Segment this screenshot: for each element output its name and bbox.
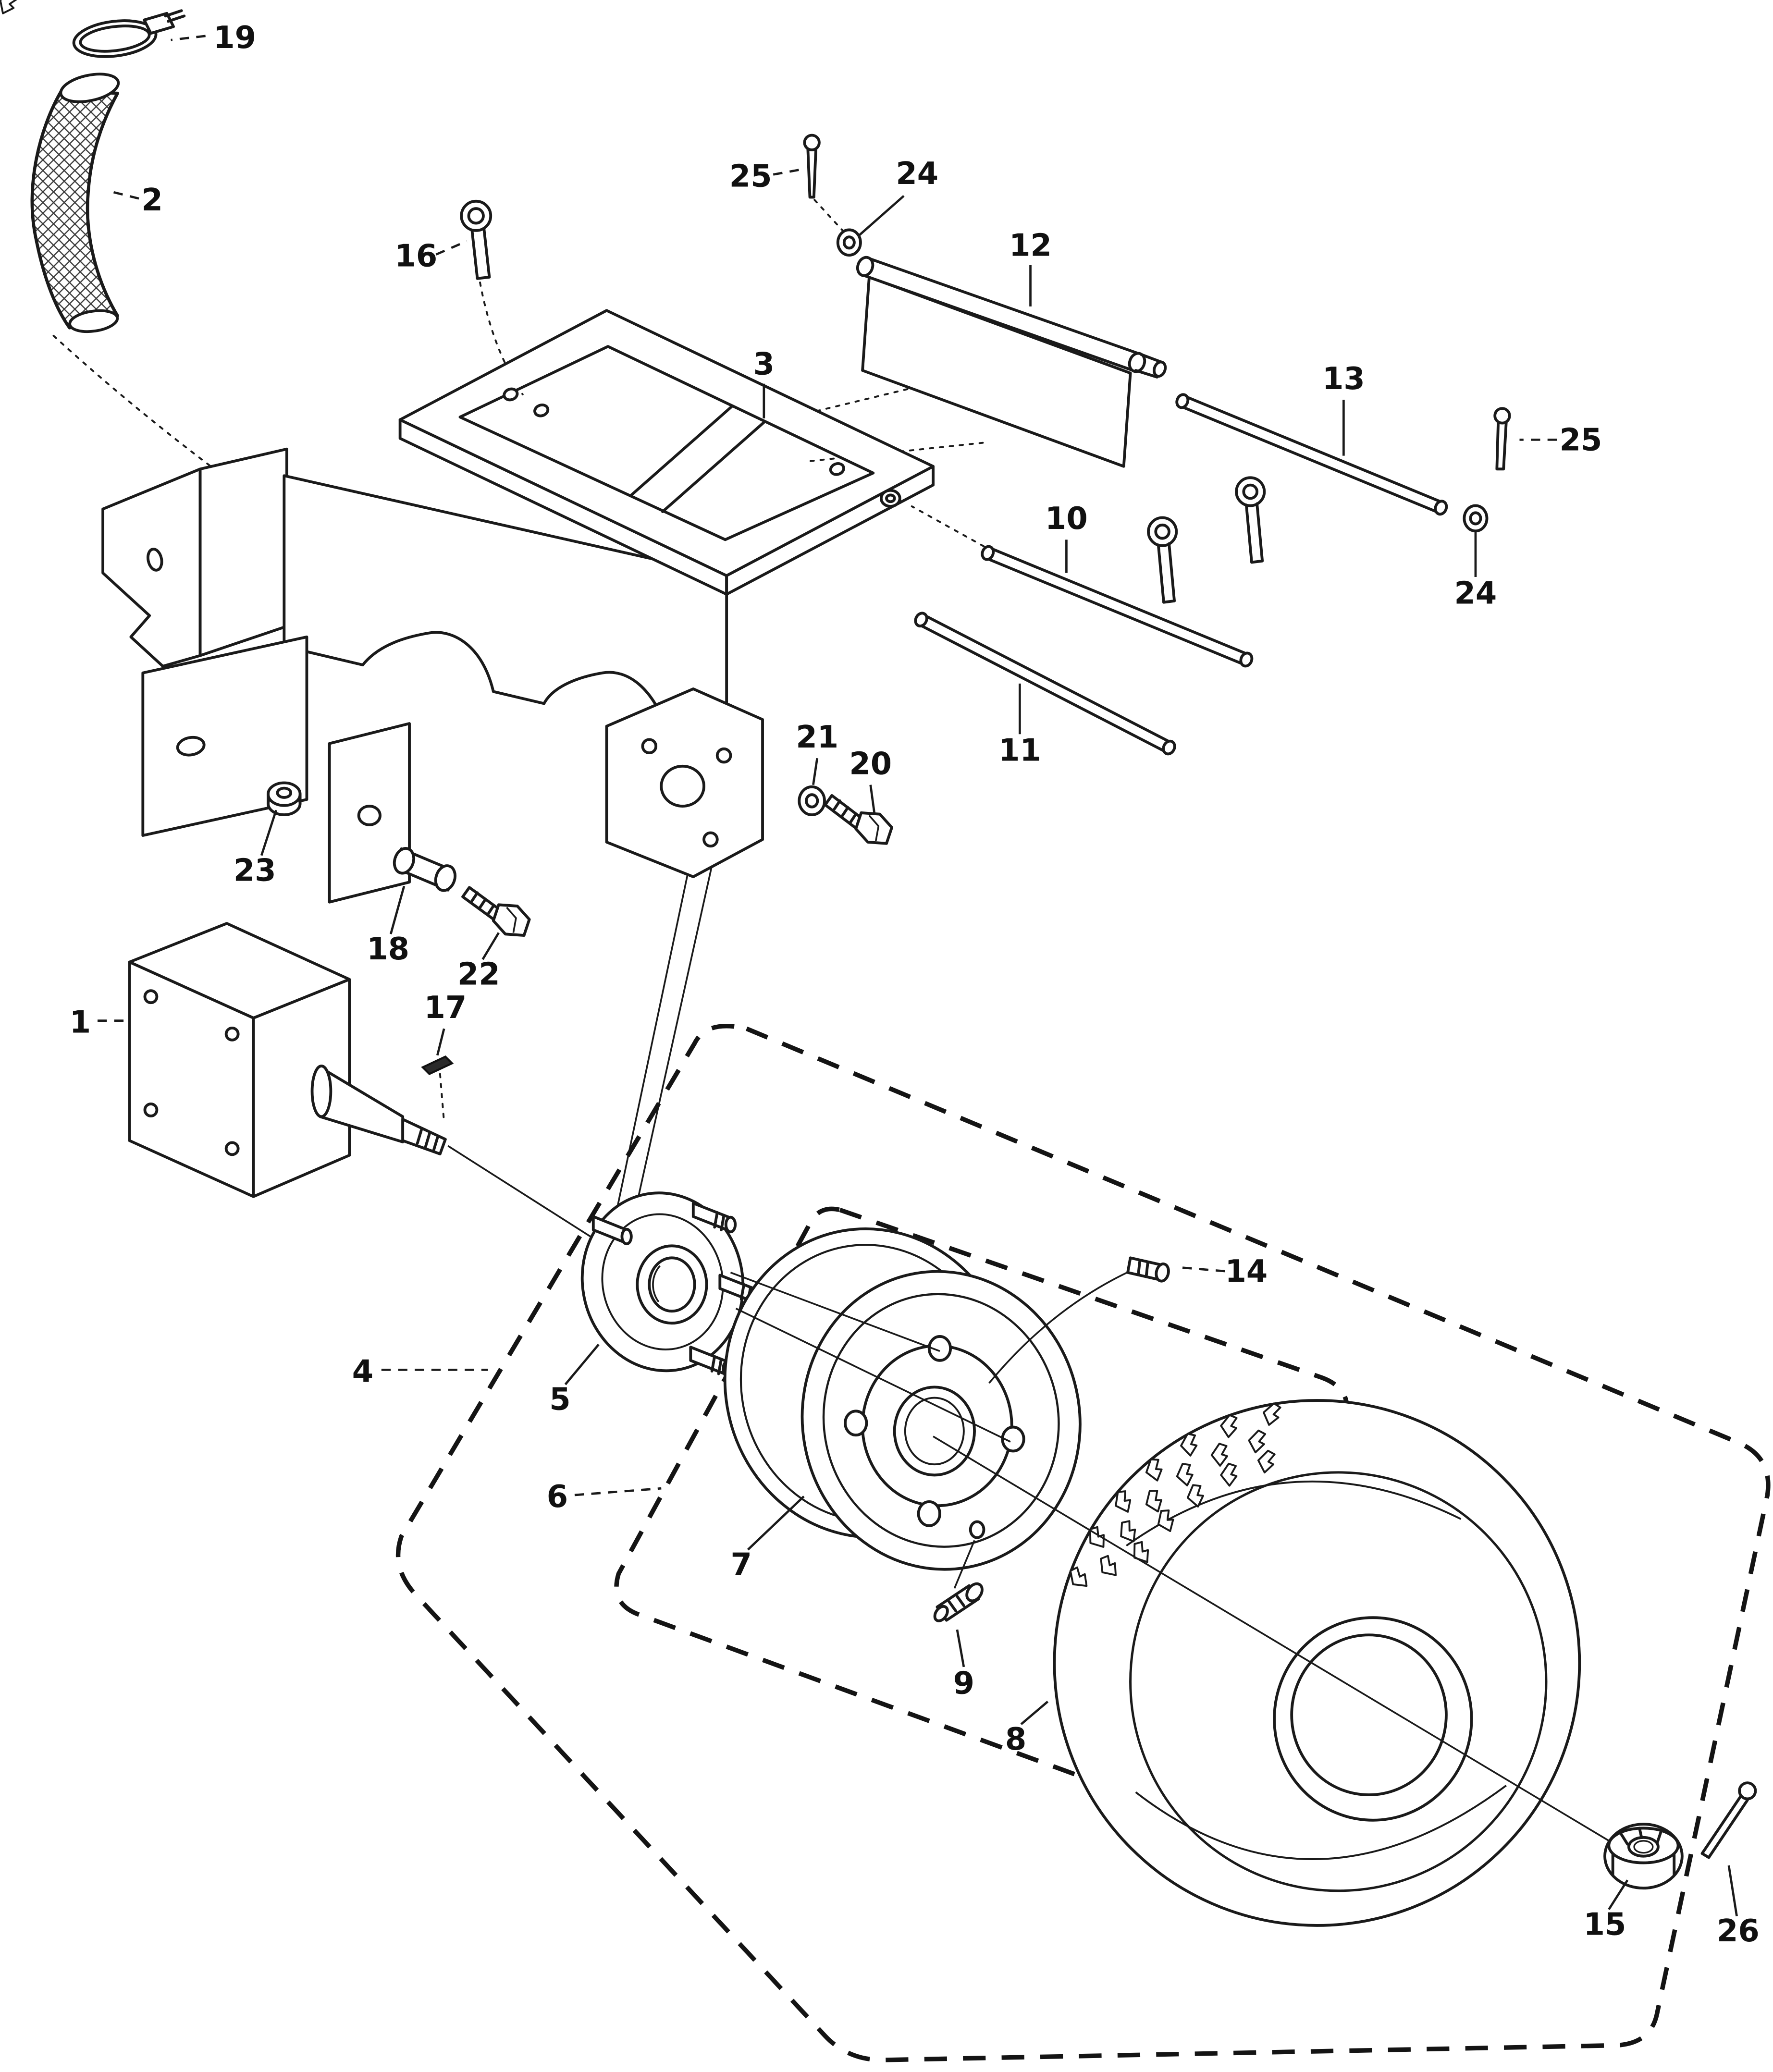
callout-14: 14: [1225, 1254, 1268, 1289]
leader-7: [747, 1496, 805, 1551]
leader-5: [564, 1344, 600, 1385]
wheel-assembly-outline-4: [395, 1024, 1771, 2062]
callout-12: 12: [1009, 228, 1052, 264]
valve-hole: [969, 1520, 985, 1539]
leader-20: [869, 785, 876, 815]
lift-pin-16: [460, 199, 492, 280]
cotter-pin-25-top: [803, 134, 821, 199]
washer-24-right: [1463, 504, 1489, 533]
washer-21: [798, 785, 826, 816]
lower-bracket-left: [141, 635, 308, 837]
callout-4: 4: [352, 1354, 373, 1389]
callout-13: 13: [1322, 361, 1365, 397]
leader-25a: [773, 168, 803, 176]
leader-14: [1177, 1266, 1225, 1273]
callout-5: 5: [549, 1382, 570, 1418]
callout-21: 21: [796, 720, 838, 755]
callout-19: 19: [213, 20, 256, 56]
gearbox: [128, 922, 447, 1198]
callout-10: 10: [1045, 501, 1088, 537]
callout-9: 9: [953, 1666, 974, 1701]
cotter-pin-25-right: [1493, 407, 1511, 471]
callout-3: 3: [753, 346, 775, 382]
leader-26: [1727, 1865, 1738, 1916]
leader-8: [1020, 1701, 1049, 1725]
washer-24-top: [836, 228, 862, 257]
rod-10: [981, 545, 1254, 668]
callout-23: 23: [234, 853, 276, 888]
callout-17: 17: [424, 990, 467, 1026]
tire: [0, 0, 1581, 1927]
hose-clamp: [72, 9, 186, 58]
leader-2: [106, 189, 139, 200]
leader-21: [812, 758, 819, 785]
rim-center-hole: [893, 1385, 976, 1477]
leader-24a: [858, 195, 905, 237]
callout-26: 26: [1717, 1913, 1760, 1949]
cotter-pin-26: [1700, 1781, 1757, 1859]
wheel-hub: [580, 1191, 763, 1377]
callout-labels: 19 2 16 25 24 12 13 25 24 3 10 11 21 20 …: [70, 20, 1760, 1949]
leader-23: [260, 809, 277, 856]
callout-8: 8: [1005, 1722, 1026, 1757]
flexible-hose: [30, 73, 120, 333]
shield-roller-12: [856, 256, 1167, 468]
axle-center-line-front: [730, 1267, 1624, 1851]
castle-nut: [1603, 1823, 1684, 1890]
hitch-hole: [147, 548, 163, 572]
callout-24-right: 24: [1454, 576, 1497, 611]
callout-2: 2: [142, 183, 163, 218]
callout-15: 15: [1584, 1907, 1626, 1942]
spacer-18: [393, 847, 457, 892]
leader-lines: [98, 35, 1738, 1916]
leader-15: [1608, 1879, 1629, 1910]
callout-11: 11: [998, 733, 1041, 769]
rod-11: [914, 612, 1176, 756]
hex-nut-23: [267, 781, 302, 816]
callout-1: 1: [70, 1005, 91, 1041]
callout-6: 6: [547, 1479, 568, 1515]
hub-bore: [648, 1256, 696, 1313]
rod-13: [1175, 393, 1448, 516]
callout-25-top: 25: [729, 159, 772, 194]
bolt-22: [461, 886, 531, 937]
callout-16: 16: [395, 239, 438, 274]
leader-6: [574, 1487, 662, 1496]
callout-18: 18: [367, 932, 409, 967]
front-panel: [283, 474, 728, 750]
wheel-rim: [723, 1227, 1082, 1571]
valve-stem-14: [1126, 1256, 1170, 1283]
leader-9: [956, 1629, 965, 1667]
axle-center-line-rear: [447, 799, 727, 1251]
eyebolt-pin-right: [1235, 476, 1266, 564]
valve-stem-9: [933, 1582, 984, 1622]
callout-24-top: 24: [896, 156, 938, 192]
callout-22: 22: [457, 957, 500, 993]
leader-17: [436, 1028, 445, 1056]
callout-7: 7: [730, 1547, 751, 1582]
frame-weldment: [101, 309, 935, 904]
left-side-plate: [198, 447, 288, 657]
leader-16: [435, 240, 468, 256]
bolt-20: [824, 794, 894, 845]
leader-22: [481, 932, 500, 960]
eyebolt-pin-left: [1147, 516, 1178, 604]
leader-19: [171, 35, 206, 41]
callout-25-right: 25: [1560, 422, 1602, 458]
leader-18: [389, 885, 406, 934]
shaft-key-17: [421, 1055, 454, 1076]
callout-20: 20: [849, 746, 892, 782]
axle-bore: [660, 764, 705, 808]
